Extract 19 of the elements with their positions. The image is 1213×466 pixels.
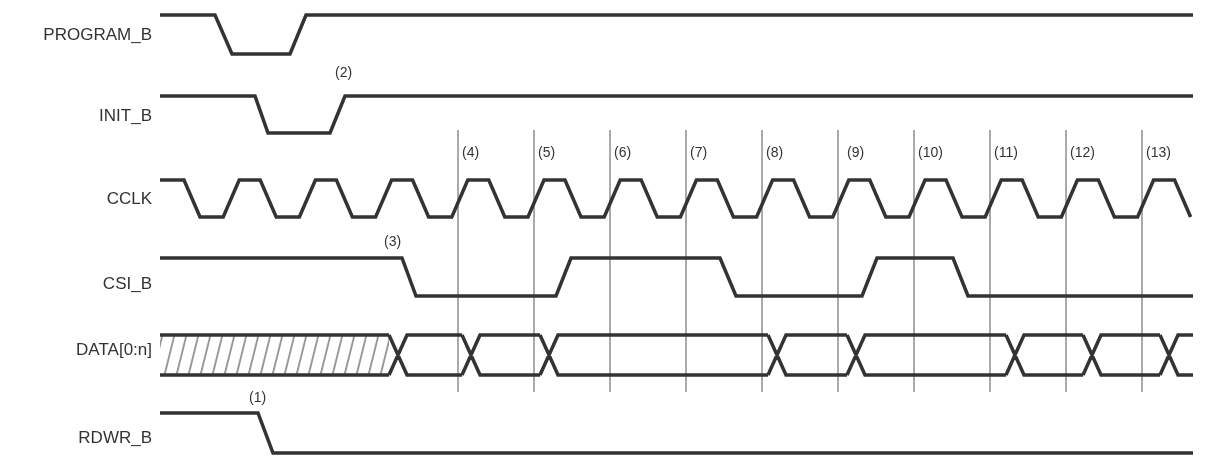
callout-number: (10) — [918, 144, 943, 160]
signal-label: RDWR_B — [78, 428, 152, 448]
signal-label: DATA[0:n] — [76, 340, 152, 360]
callout-number: (2) — [335, 64, 353, 80]
callout-number: (7) — [690, 144, 708, 160]
callout-number: (5) — [538, 144, 556, 160]
signal-label: CSI_B — [102, 274, 152, 294]
callout-number: (13) — [1146, 144, 1171, 160]
callout-number: (8) — [766, 144, 784, 160]
signal-label: INIT_B — [99, 106, 152, 126]
signal-label: CCLK — [106, 189, 152, 209]
callout-number: (11) — [994, 144, 1018, 160]
callout-number: (9) — [847, 144, 865, 160]
callout-number: (6) — [614, 144, 632, 160]
callout-number: (12) — [1070, 144, 1095, 160]
callout-number: (4) — [462, 144, 480, 160]
signal-label: PROGRAM_B — [43, 25, 152, 45]
callout-number: (3) — [384, 233, 402, 249]
callout-number: (1) — [249, 389, 267, 405]
